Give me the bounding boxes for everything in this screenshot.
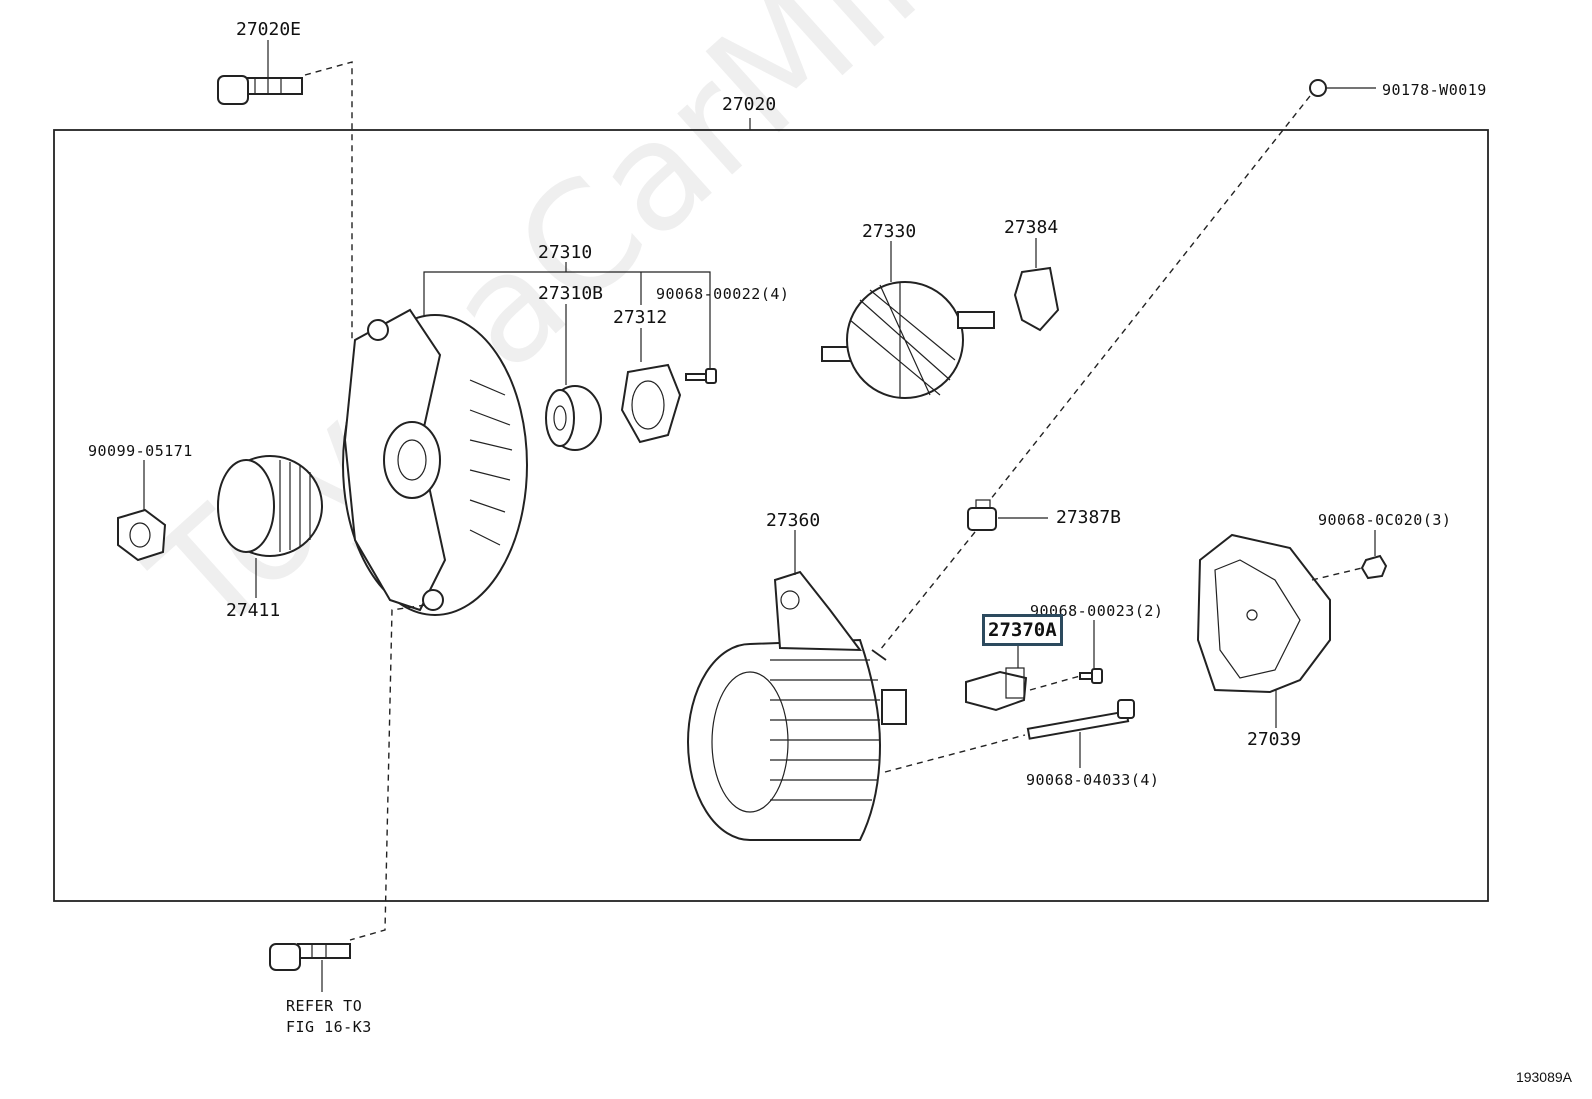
label-27310[interactable]: 27310 [538, 242, 593, 263]
bolt-90068-04033[interactable] [1026, 699, 1135, 740]
dash-90068-0c020 [1311, 567, 1363, 581]
label-27360[interactable]: 27360 [766, 510, 821, 531]
label-90068-04033[interactable]: 90068-04033(4) [1026, 771, 1160, 789]
label-27330[interactable]: 27330 [862, 221, 917, 242]
label-27020e[interactable]: 27020E [236, 19, 302, 40]
label-27411[interactable]: 27411 [226, 600, 281, 621]
dash-27020e [304, 61, 353, 340]
front-housing-27310[interactable] [342, 308, 528, 616]
screw-90068-00023[interactable] [1079, 668, 1103, 684]
figure-reference-id: 193089A [1515, 1069, 1572, 1085]
nut-90068-0c020[interactable] [1360, 554, 1388, 580]
stator-housing-27360[interactable] [687, 570, 907, 841]
bolt-lower[interactable] [269, 943, 351, 971]
label-27387b[interactable]: 27387B [1056, 507, 1122, 528]
label-27020[interactable]: 27020 [722, 94, 777, 115]
label-27312[interactable]: 27312 [613, 307, 668, 328]
bearing-27310b[interactable] [545, 385, 602, 451]
leader-27310 [423, 271, 711, 370]
label-90068-0c020[interactable]: 90068-0C020(3) [1318, 511, 1452, 529]
label-fig-ref[interactable]: FIG 16-K3 [286, 1018, 372, 1036]
brush-holder-27370a[interactable] [965, 667, 1028, 712]
nut-90099-05171[interactable] [117, 508, 167, 562]
dash-90068-00023 [1029, 675, 1081, 691]
dash-90068-04033 [884, 734, 1026, 773]
dash-90178-lower [879, 531, 976, 651]
rear-cover-27039[interactable] [1196, 533, 1331, 694]
label-27039[interactable]: 27039 [1247, 729, 1302, 750]
dash-lower-bolt [349, 604, 426, 941]
dash-90178 [989, 95, 1311, 501]
rotor-27330[interactable] [821, 281, 995, 399]
label-27384[interactable]: 27384 [1004, 217, 1059, 238]
seal-27384[interactable] [1013, 266, 1060, 332]
label-90068-00022[interactable]: 90068-00022(4) [656, 285, 790, 303]
insulator-27387b[interactable] [967, 499, 997, 531]
label-90099-05171[interactable]: 90099-05171 [88, 442, 193, 460]
label-90068-00023[interactable]: 90068-00023(2) [1030, 602, 1164, 620]
bolt-27020e[interactable] [217, 75, 303, 105]
screw-90068-00022[interactable] [685, 368, 717, 384]
assembly-frame [53, 129, 1489, 902]
pulley-27411[interactable] [217, 455, 323, 557]
label-refer-to: REFER TO [286, 997, 363, 1015]
nut-90178[interactable] [1309, 79, 1327, 97]
label-27370a-highlighted[interactable]: 27370A [982, 614, 1063, 646]
label-90178-w0019[interactable]: 90178-W0019 [1382, 81, 1487, 99]
label-27310b[interactable]: 27310B [538, 283, 604, 304]
retainer-27312[interactable] [620, 363, 682, 444]
